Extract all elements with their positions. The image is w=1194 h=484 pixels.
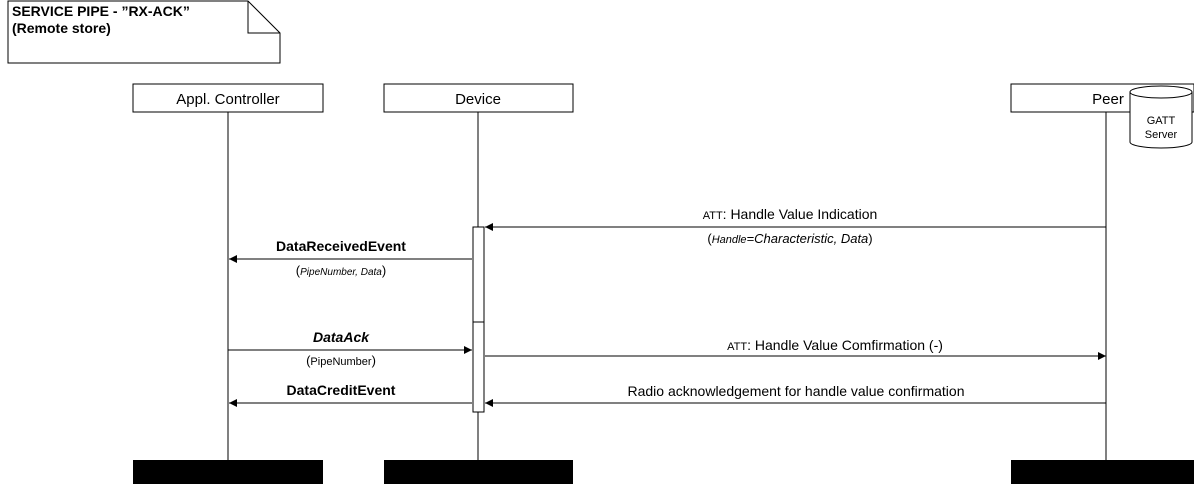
- message-radio-ack: Radio acknowledgement for handle value c…: [485, 383, 1106, 407]
- lifeline-end-controller: [133, 460, 323, 484]
- confirmation-prefix: ATT: [727, 341, 747, 353]
- lifeline-label-device: Device: [455, 91, 501, 108]
- gatt-server-label-1: GATT: [1147, 115, 1176, 127]
- indication-params: (Handle=Characteristic, Data): [707, 231, 872, 246]
- lifeline-label-peer: Peer: [1092, 91, 1124, 108]
- data-received-event-label: DataReceivedEvent: [276, 238, 406, 254]
- indication-param-handle: Handle: [712, 234, 747, 246]
- note-subtitle: (Remote store): [12, 20, 111, 36]
- note-title: SERVICE PIPE - ”RX-ACK”: [12, 3, 190, 19]
- lifeline-label-controller: Appl. Controller: [176, 91, 279, 108]
- data-ack-params: (PipeNumber): [306, 353, 376, 368]
- confirmation-text: : Handle Value Comfirmation (-): [747, 337, 943, 353]
- gatt-server-icon: GATT Server: [1129, 85, 1193, 149]
- lifeline-head-device: Device: [383, 83, 574, 113]
- message-indication: ATT: Handle Value Indication (Handle=Cha…: [485, 206, 1106, 246]
- message-data-credit-event: DataCreditEvent: [229, 382, 472, 407]
- message-data-received-event: DataReceivedEvent (PipeNumber, Data): [229, 238, 472, 278]
- title-note: SERVICE PIPE - ”RX-ACK” (Remote store): [7, 0, 281, 64]
- confirmation-label: ATT: Handle Value Comfirmation (-): [727, 337, 943, 353]
- indication-prefix: ATT: [703, 210, 723, 222]
- data-received-event-params: (PipeNumber, Data): [296, 263, 386, 278]
- lifeline-end-device: [384, 460, 573, 484]
- gatt-server-label-2: Server: [1145, 129, 1178, 141]
- lifeline-end-peer: [1011, 460, 1194, 484]
- activation-bar-device: [472, 226, 485, 413]
- message-confirmation: ATT: Handle Value Comfirmation (-): [485, 337, 1106, 360]
- indication-param-rest: =Characteristic, Data: [747, 231, 869, 246]
- data-credit-event-label: DataCreditEvent: [287, 382, 396, 398]
- indication-label: ATT: Handle Value Indication: [703, 206, 878, 222]
- message-data-ack: DataAck (PipeNumber): [228, 329, 472, 368]
- indication-text: : Handle Value Indication: [723, 206, 878, 222]
- data-ack-label: DataAck: [313, 329, 370, 345]
- lifeline-head-controller: Appl. Controller: [132, 83, 324, 113]
- radio-ack-label: Radio acknowledgement for handle value c…: [628, 383, 965, 399]
